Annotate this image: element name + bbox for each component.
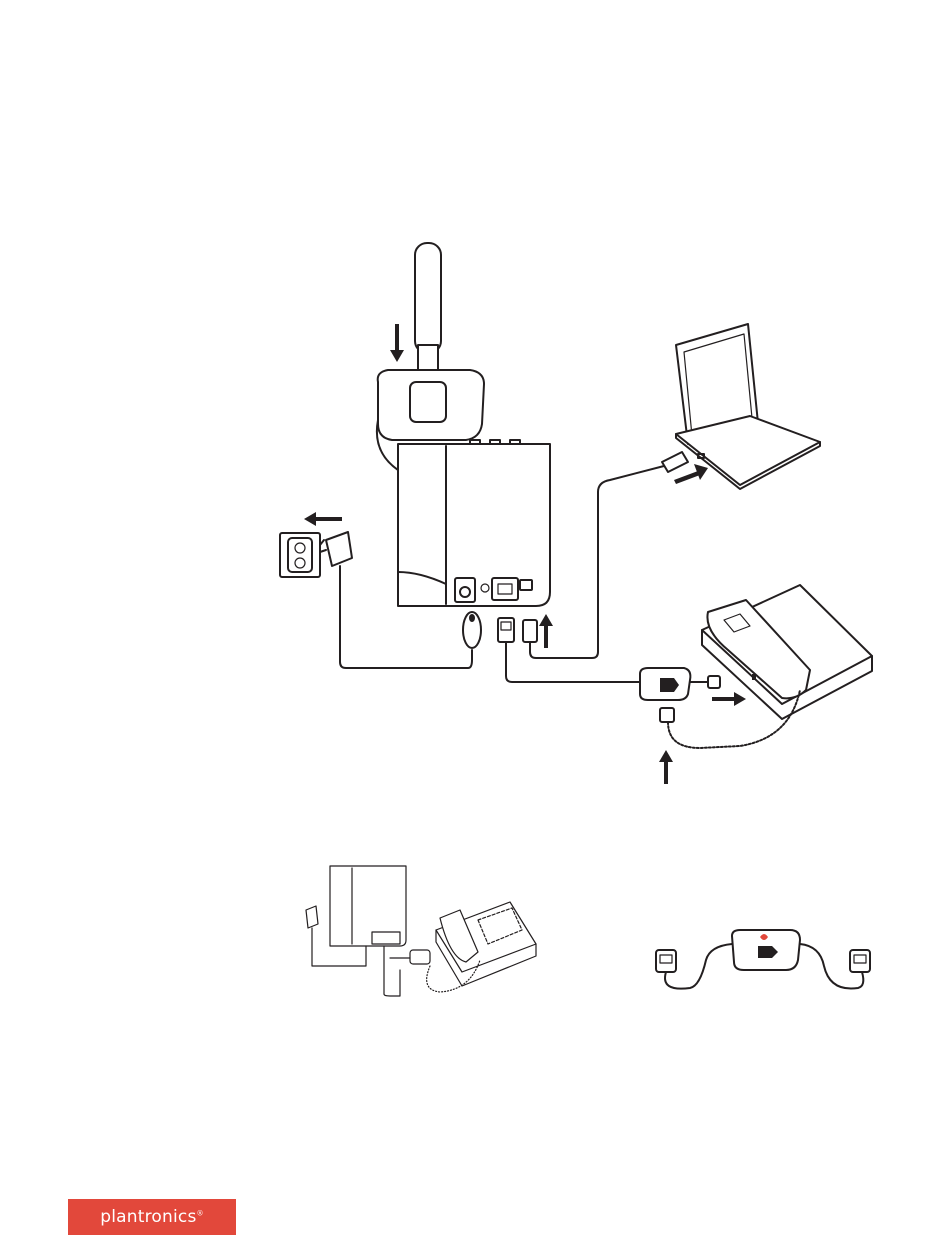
phone-jack-plug: [498, 618, 640, 682]
power-outlet: [280, 533, 320, 577]
laptop: [676, 324, 820, 489]
up-arrow-icon: [539, 614, 553, 648]
handset-lifter-cable: [640, 668, 720, 722]
base-station: [398, 440, 550, 606]
up-arrow-icon-2: [659, 750, 673, 784]
left-arrow-icon: [304, 512, 342, 526]
inset-cable: [656, 930, 870, 989]
logo-text: plantronics®: [100, 1207, 204, 1227]
headset: [415, 243, 441, 385]
down-arrow-icon: [390, 324, 404, 362]
right-arrow-icon: [712, 692, 746, 706]
inset-setup: [306, 866, 536, 996]
brand-logo: plantronics®: [68, 1199, 236, 1235]
